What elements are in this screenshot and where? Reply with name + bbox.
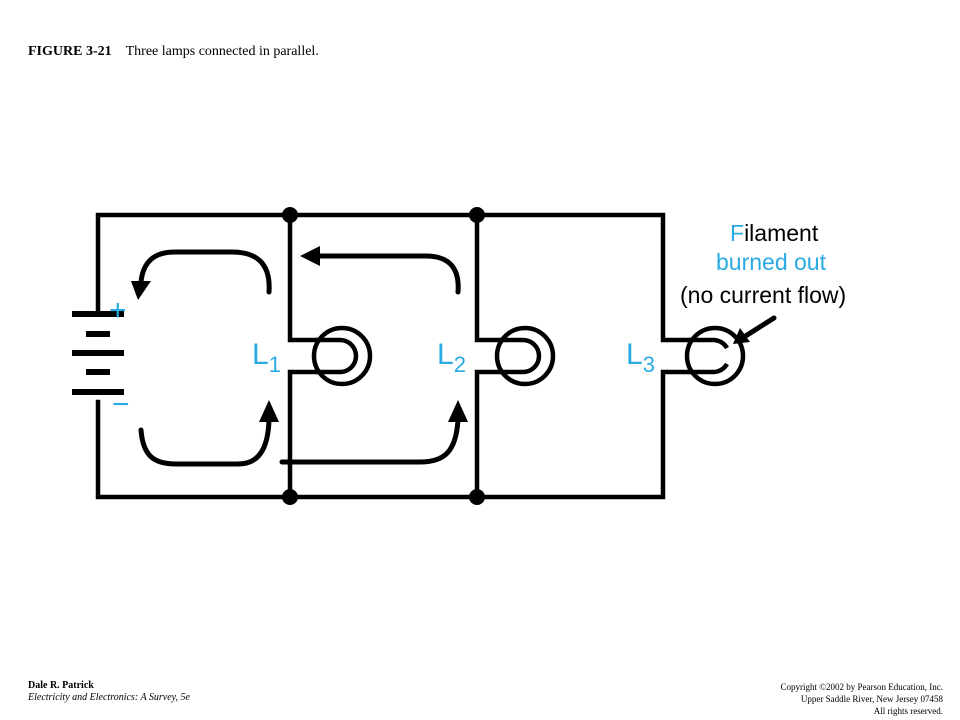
branch-2-wire-top — [474, 212, 503, 343]
junction-dot — [282, 489, 298, 505]
junction-dot — [469, 489, 485, 505]
wire-top — [95, 212, 691, 343]
current-arrow-loop1-bottom — [138, 417, 272, 467]
rights-line: All rights reserved. — [873, 706, 943, 716]
current-arrow-loop2-bottom — [279, 417, 461, 465]
lamp-3-label: L3 — [626, 338, 655, 377]
battery-plus-sign: + — [109, 294, 127, 327]
lamp-3-burned-out — [684, 325, 746, 387]
annotation-line-2: burned out — [716, 249, 827, 275]
book-title: Electricity and Electronics: A Survey, 5… — [28, 692, 190, 703]
arrowhead-icon — [448, 400, 468, 422]
branch-1-wire-bottom — [287, 369, 318, 500]
figure-title: Three lamps connected in parallel. — [125, 44, 319, 59]
arrowhead-icon — [131, 281, 151, 300]
junction-dot — [282, 207, 298, 223]
author-name: Dale R. Patrick — [28, 680, 94, 691]
arrowhead-icon — [259, 400, 279, 422]
current-arrow-loop2-top — [315, 253, 461, 295]
filament-pointer-arrow-line — [741, 315, 777, 340]
lamp-1 — [311, 325, 373, 387]
lamp-1-label: L1 — [252, 338, 281, 377]
arrowhead-icon — [733, 328, 750, 344]
copyright-notice: Copyright ©2002 by Pearson Education, In… — [780, 681, 943, 717]
branch-2-wire-bottom — [474, 369, 503, 500]
lamp-2 — [494, 325, 556, 387]
arrowhead-icon — [300, 246, 320, 266]
author-credit: Dale R. Patrick Electricity and Electron… — [28, 680, 190, 704]
annotation-line-3: (no current flow) — [680, 282, 846, 308]
branch-1-wire-top — [287, 212, 318, 343]
figure-number: FIGURE 3-21 — [28, 44, 112, 59]
current-arrow-loop1-top — [138, 249, 272, 295]
copyright-line: Copyright ©2002 by Pearson Education, In… — [780, 682, 943, 692]
battery-minus-sign: − — [112, 388, 130, 421]
junction-dot — [469, 207, 485, 223]
annotation-line-1: Filament — [730, 220, 819, 246]
publisher-address: Upper Saddle River, New Jersey 07458 — [800, 694, 943, 704]
lamp-2-label: L2 — [437, 338, 466, 377]
wire-bottom — [95, 369, 691, 500]
battery-symbol — [72, 311, 124, 395]
figure-caption: FIGURE 3-21 Three lamps connected in para… — [28, 44, 319, 60]
